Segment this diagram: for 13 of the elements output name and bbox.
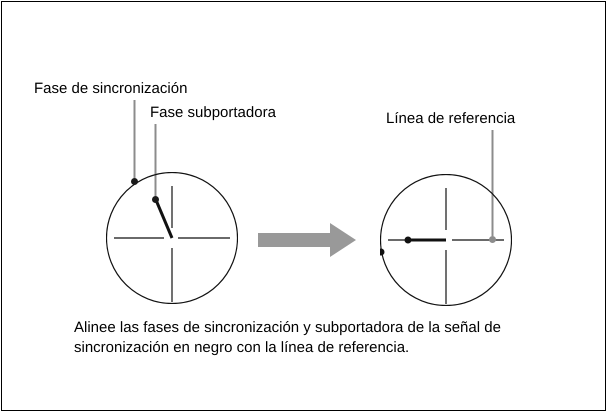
leader-line bbox=[154, 124, 156, 196]
caption: Alinee las fases de sincronización y subportadora de la señal de sincronización en negro con la línea de referencia. bbox=[74, 318, 502, 358]
vectorscope-drawing bbox=[380, 174, 512, 306]
callout-label: Fase subportadora bbox=[150, 103, 320, 123]
vectorscope-drawing bbox=[106, 172, 238, 304]
phase-dot bbox=[131, 178, 138, 185]
callout-label: Fase de sincronización bbox=[34, 79, 214, 99]
block-arrow bbox=[258, 223, 356, 257]
phase-dot bbox=[152, 196, 159, 203]
reference-point bbox=[489, 236, 496, 243]
leader-line bbox=[134, 100, 136, 178]
leader-line bbox=[492, 130, 494, 236]
callout-label: Línea de referencia bbox=[386, 109, 576, 129]
